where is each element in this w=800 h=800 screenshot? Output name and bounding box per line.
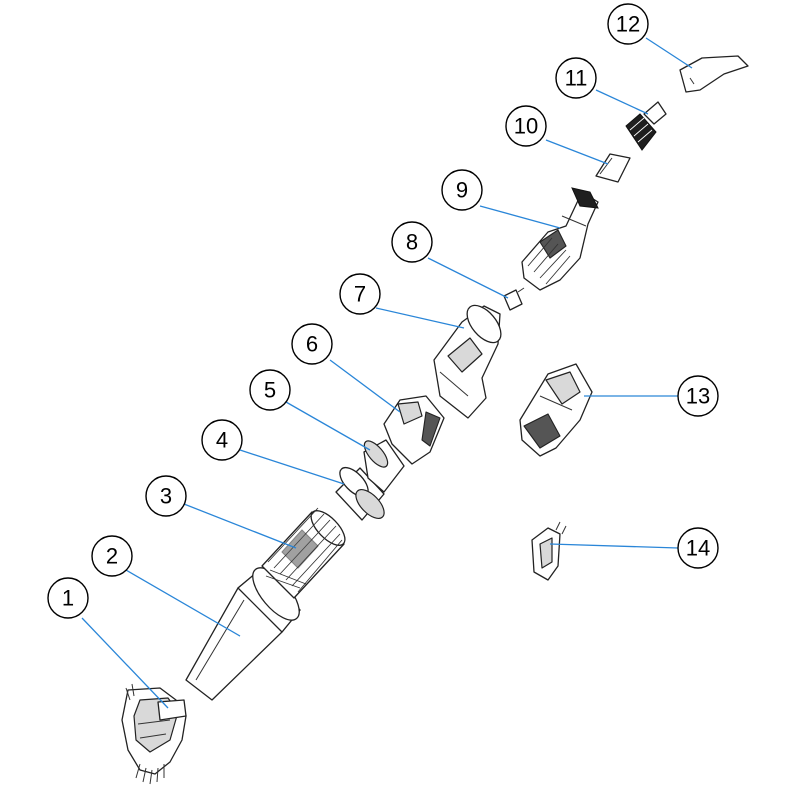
- leader-4: [239, 449, 345, 485]
- leader-8: [427, 257, 509, 299]
- callout-5: 5: [249, 369, 291, 411]
- callout-label: 11: [565, 66, 588, 91]
- leader-7: [375, 307, 465, 329]
- callout-circle: [505, 105, 547, 147]
- callout-label: 10: [514, 114, 538, 139]
- leader-1: [81, 617, 169, 709]
- part-5-seal-ring[interactable]: [360, 437, 405, 493]
- part-11-battery-pack[interactable]: [625, 101, 667, 151]
- callout-13: 13: [677, 375, 719, 417]
- callout-circle: [249, 369, 291, 411]
- leader-10: [545, 139, 609, 165]
- callout-label: 7: [354, 282, 366, 307]
- callout-label: 6: [306, 332, 318, 357]
- callout-circle: [555, 57, 597, 99]
- callout-circle: [391, 221, 433, 263]
- part-10-filter-pad[interactable]: [595, 153, 631, 183]
- callout-14: 14: [677, 527, 719, 569]
- callout-circle: [201, 419, 243, 461]
- callout-11: 11: [555, 57, 597, 99]
- callout-circle: [91, 535, 133, 577]
- callout-circle: [441, 169, 483, 211]
- callout-3: 3: [145, 475, 187, 517]
- callout-circle: [677, 375, 719, 417]
- callout-circle: [607, 3, 649, 45]
- callout-7: 7: [339, 273, 381, 315]
- callout-10: 10: [505, 105, 547, 147]
- callout-9: 9: [441, 169, 483, 211]
- callout-label: 1: [62, 586, 74, 611]
- leader-9: [479, 205, 561, 229]
- callout-circle: [145, 475, 187, 517]
- part-7-motor-housing[interactable]: [433, 299, 507, 419]
- leader-6: [329, 359, 401, 413]
- callout-label: 3: [160, 484, 172, 509]
- leader-3: [183, 503, 297, 549]
- leader-14: [549, 543, 679, 549]
- part-13-handheld-unit[interactable]: [519, 363, 593, 457]
- part-14-charger[interactable]: [531, 521, 567, 581]
- leader-lines: [81, 37, 693, 709]
- callout-6: 6: [291, 323, 333, 365]
- part-1-brush-nozzle[interactable]: [121, 683, 187, 785]
- callout-circle: [339, 273, 381, 315]
- part-2-dust-container[interactable]: [185, 560, 307, 701]
- part-6-filter-housing[interactable]: [383, 395, 445, 465]
- callout-label: 12: [616, 12, 640, 37]
- callout-8: 8: [391, 221, 433, 263]
- part-3-pleated-filter[interactable]: [261, 505, 350, 599]
- callout-label: 5: [264, 378, 276, 403]
- callout-label: 9: [456, 178, 468, 203]
- callout-circle: [291, 323, 333, 365]
- callout-label: 13: [686, 384, 710, 409]
- part-8-small-cap[interactable]: [503, 287, 525, 311]
- part-9-motor-assembly[interactable]: [521, 187, 599, 291]
- part-4-ring[interactable]: [335, 463, 389, 523]
- leader-2: [125, 569, 241, 637]
- leader-12: [645, 37, 693, 69]
- callout-label: 8: [406, 230, 418, 255]
- callout-circle: [677, 527, 719, 569]
- callout-label: 14: [686, 536, 710, 561]
- callout-2: 2: [91, 535, 133, 577]
- callout-label: 4: [216, 428, 228, 453]
- leader-5: [285, 401, 371, 451]
- callout-4: 4: [201, 419, 243, 461]
- part-12-handle-cover[interactable]: [679, 55, 749, 93]
- leader-11: [595, 89, 649, 115]
- callout-circle: [47, 577, 89, 619]
- callout-1: 1: [47, 577, 89, 619]
- callout-12: 12: [607, 3, 649, 45]
- callout-label: 2: [106, 544, 118, 569]
